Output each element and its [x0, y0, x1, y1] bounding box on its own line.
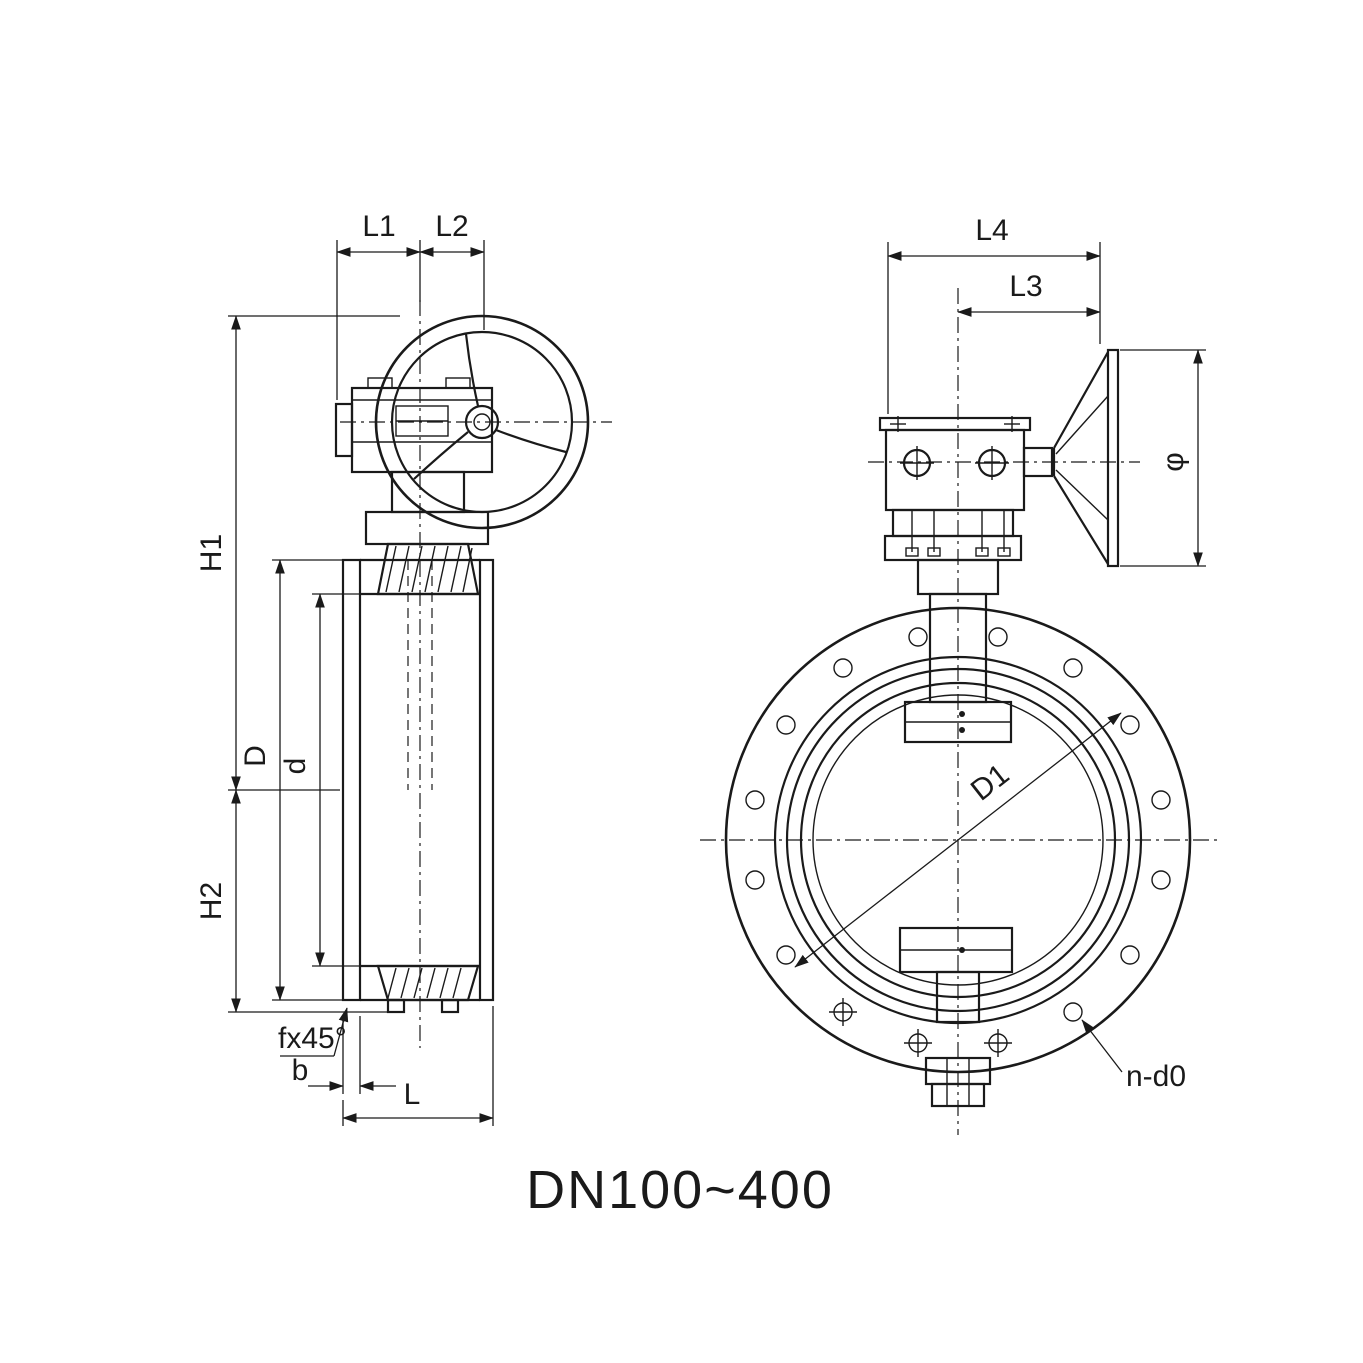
dim-label-D1: D1 [965, 758, 1016, 808]
dim-label-D: D [239, 745, 272, 767]
dimension-L3: L3 [957, 270, 1101, 317]
dimension-L4: L4 [887, 214, 1101, 414]
drawing-caption: DN100~400 [526, 1160, 834, 1220]
dimension-L1-L2: L1 L2 [336, 210, 485, 400]
gearbox-front [878, 416, 1032, 596]
dim-label-L3: L3 [1009, 270, 1042, 303]
dimension-H1-H2: H1 H2 [195, 315, 400, 1013]
dim-label-phi: φ [1157, 452, 1190, 471]
dimension-L: L [342, 1006, 494, 1126]
dim-label-L2: L2 [435, 210, 468, 243]
gearbox-side [334, 377, 494, 474]
bolt-hole-crosses [829, 998, 1012, 1057]
bolt-holes [745, 627, 1171, 1057]
side-view: L1 L2 H1 H2 D d fx45° [195, 210, 612, 1126]
dimension-D-d: D d [239, 559, 362, 1001]
dim-label-bolt-spec: n-d0 [1126, 1060, 1186, 1093]
top-boss-hatch [385, 545, 473, 593]
bottom-boss-hatch [387, 967, 462, 999]
valve-body-side [341, 542, 495, 1014]
handwheel-edge [1022, 348, 1120, 568]
valve-neck-side [364, 470, 490, 546]
dim-label-L: L [404, 1078, 421, 1111]
dim-label-H2: H2 [195, 882, 228, 920]
handwheel-face [374, 314, 590, 530]
dim-label-L4: L4 [975, 214, 1008, 247]
dim-label-b: b [292, 1054, 309, 1087]
dim-label-chamfer: fx45° [278, 1022, 347, 1055]
side-view-centerlines [340, 300, 612, 1048]
dim-label-d: d [279, 758, 312, 775]
bracket-studs [905, 510, 1011, 557]
chamfer-callout: fx45° [278, 1007, 349, 1057]
dim-label-H1: H1 [195, 534, 228, 572]
dim-label-L1: L1 [362, 210, 395, 243]
front-view: L4 L3 φ D1 n-d0 [700, 214, 1218, 1135]
dimension-phi: φ [1120, 349, 1206, 567]
bolt-spec-callout: n-d0 [1081, 1019, 1186, 1093]
front-view-centerlines [700, 288, 1218, 1135]
disc-hubs [898, 592, 1014, 1108]
dimension-b: b [292, 1016, 396, 1094]
